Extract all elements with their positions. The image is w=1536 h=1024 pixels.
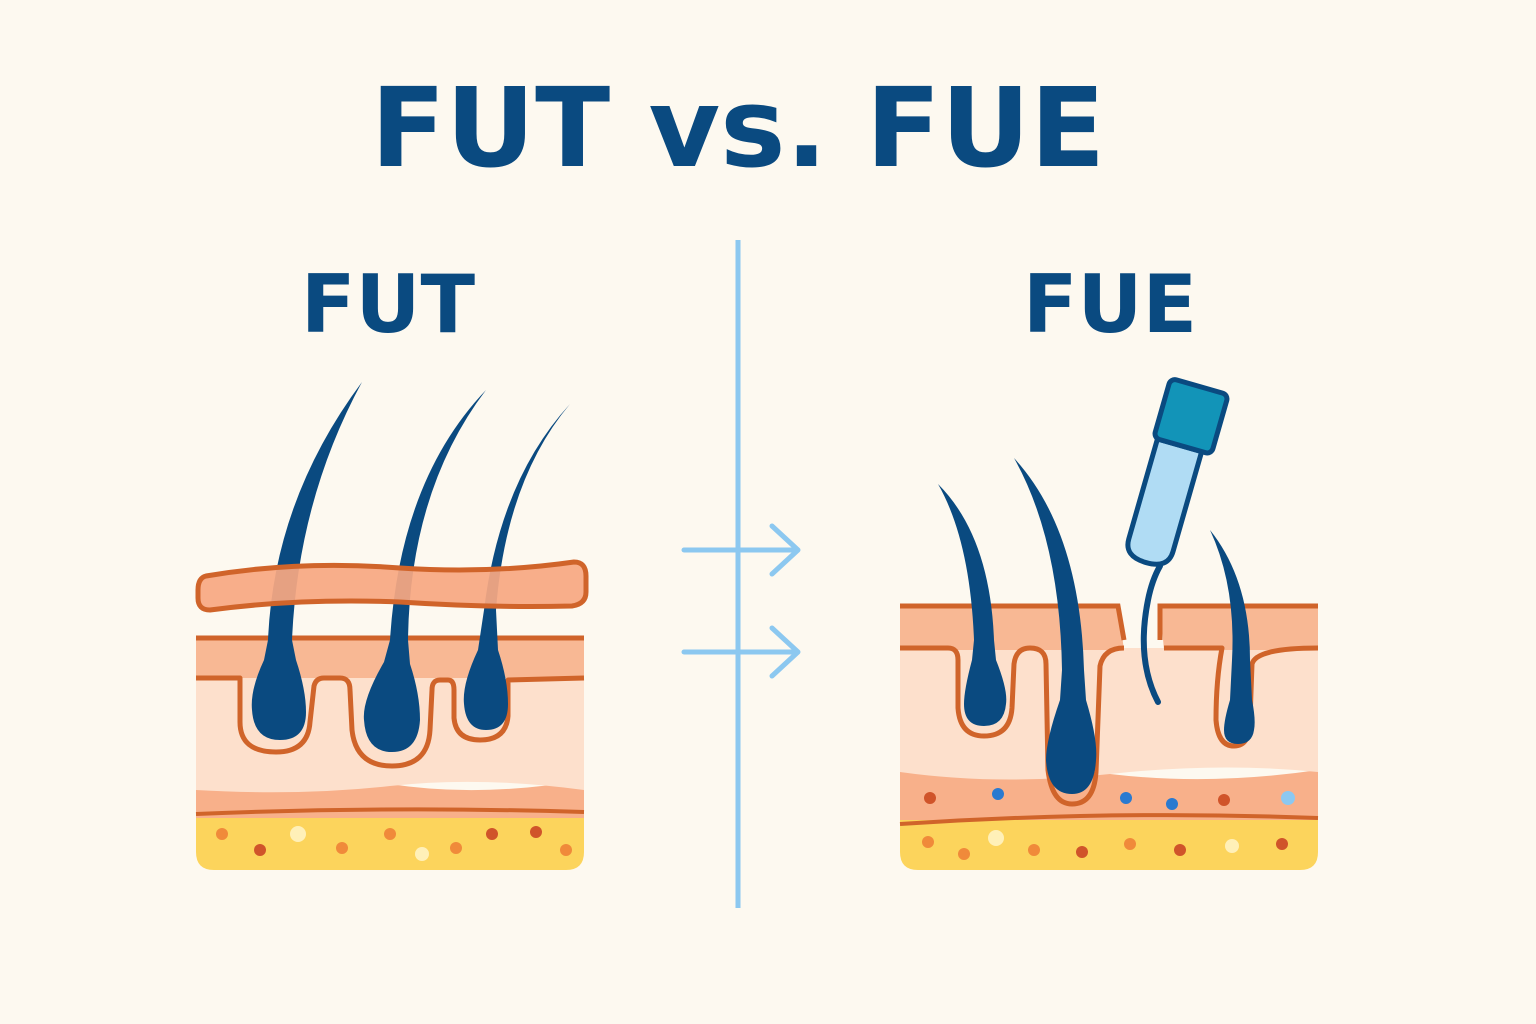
fue-hair-3 <box>1210 530 1255 744</box>
fue-dermis <box>900 648 1318 780</box>
fut-skin-diagram <box>195 382 589 870</box>
arrow-right-icon <box>681 625 801 679</box>
fue-epidermis-left <box>900 606 1124 650</box>
fut-hair-1 <box>251 382 362 740</box>
fue-follicle-outline <box>900 645 1125 807</box>
fue-lower-dermis <box>900 767 1318 820</box>
fue-extracted-hair <box>1140 563 1163 705</box>
fue-hair-1 <box>938 484 1007 726</box>
fut-label: FUT <box>301 258 476 351</box>
fut-hair-2 <box>363 390 486 752</box>
fue-cells <box>922 788 1295 860</box>
page-title: FUT vs. FUE <box>371 64 1106 192</box>
punch-tool-icon <box>1125 377 1230 567</box>
fut-excised-strip <box>195 559 589 613</box>
fue-hair-2 <box>1014 458 1097 794</box>
fut-fat-cells <box>216 826 572 861</box>
fut-fat-layer <box>196 818 584 870</box>
arrow-right-icon <box>681 523 801 577</box>
fue-fat-layer <box>900 820 1318 870</box>
fut-follicle-outline <box>196 675 585 769</box>
fue-skin-diagram <box>899 458 1319 870</box>
fue-label: FUE <box>1023 258 1197 351</box>
fut-hair-3 <box>463 404 570 730</box>
